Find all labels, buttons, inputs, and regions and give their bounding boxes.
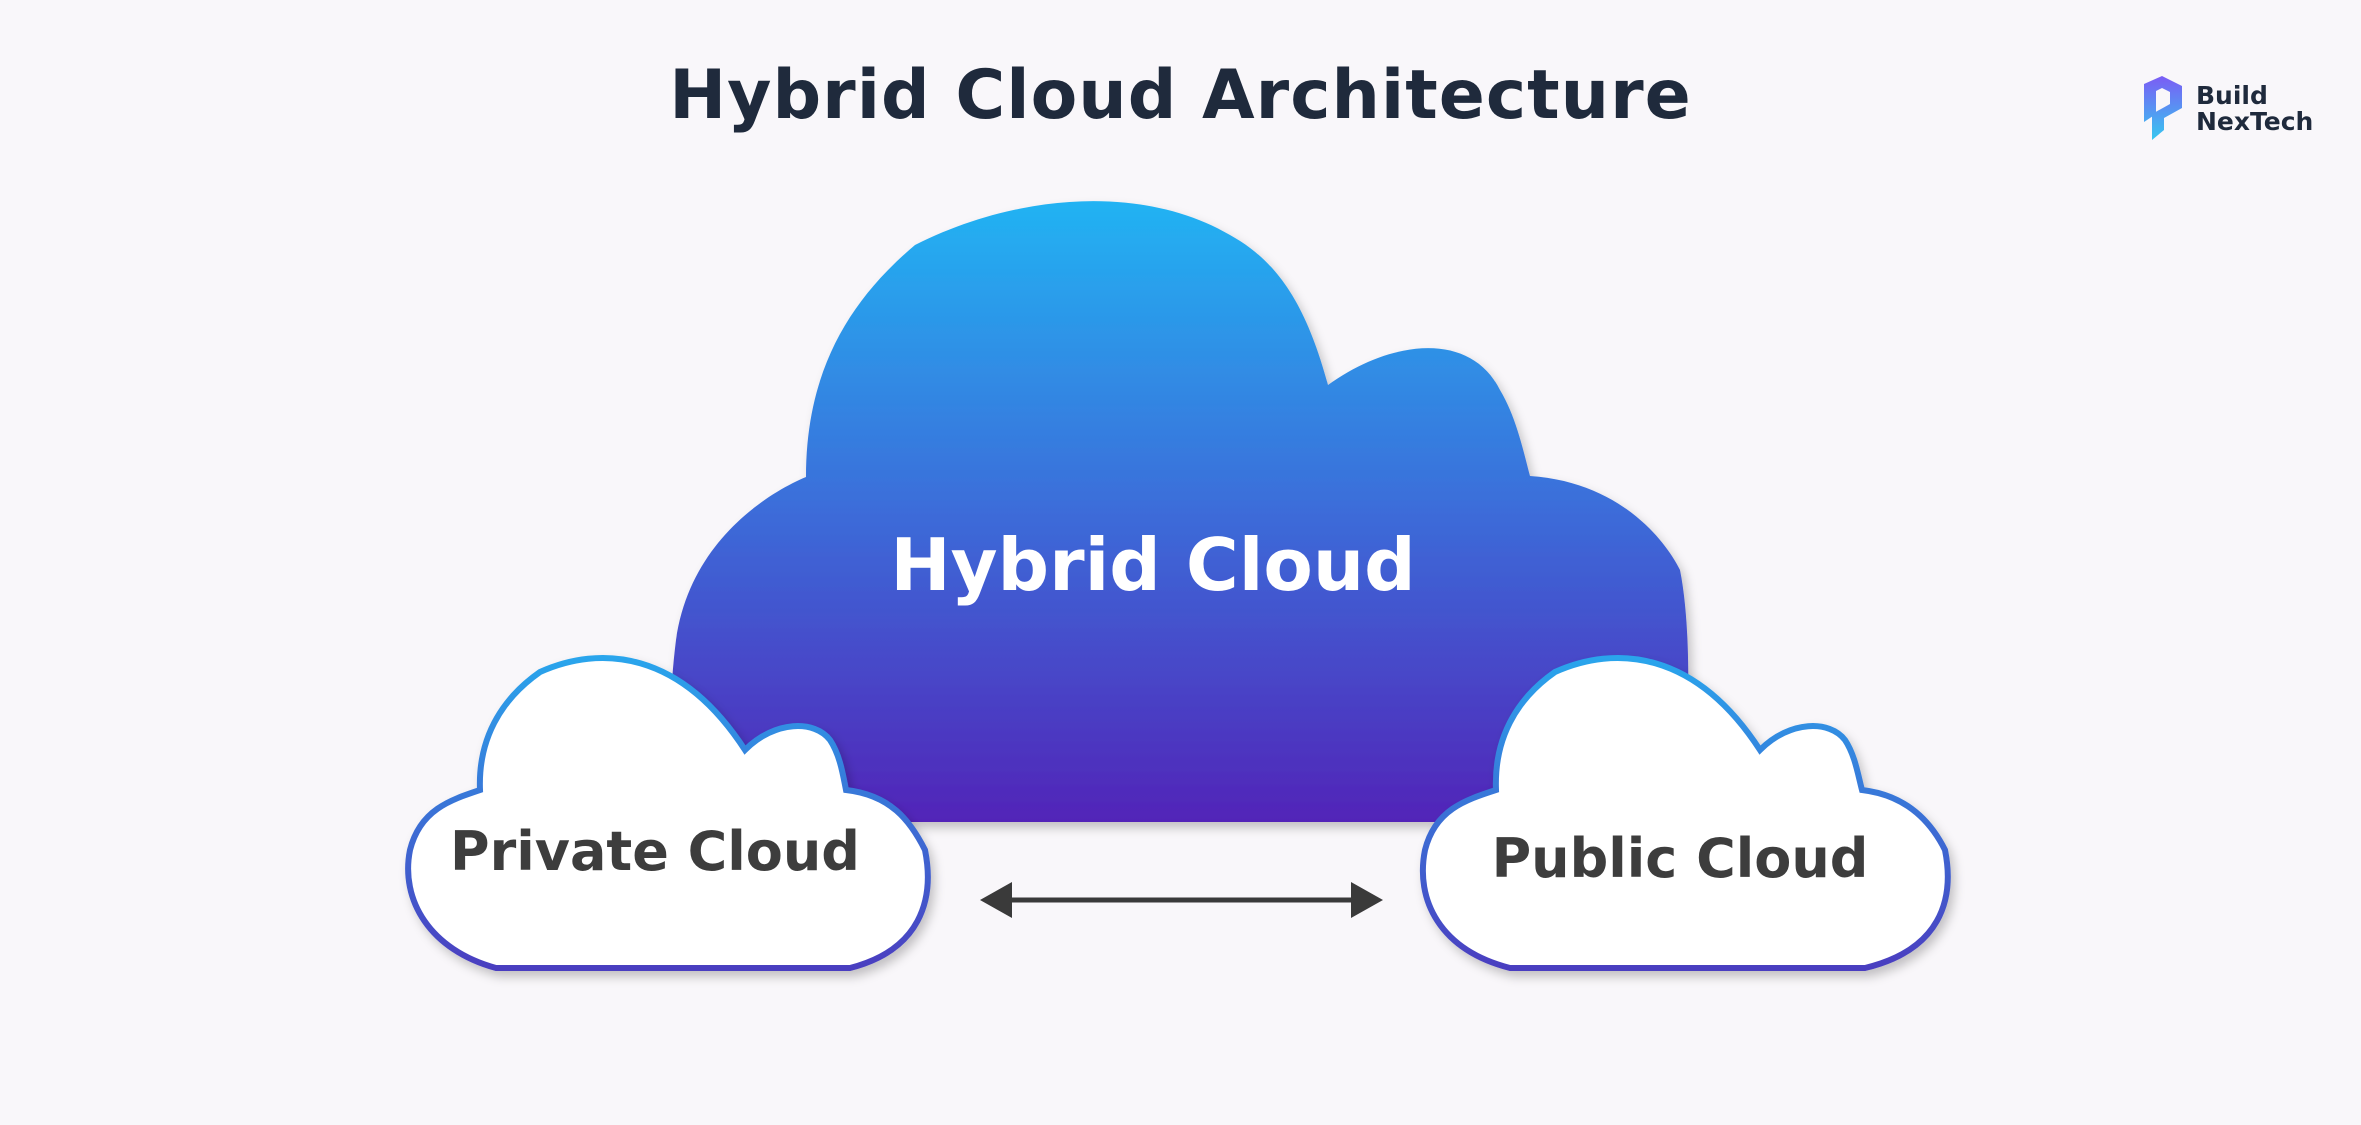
public-cloud-shape [1419, 655, 1951, 971]
hybrid-cloud-label: Hybrid Cloud [890, 523, 1415, 607]
logo-mark-icon [2144, 76, 2182, 140]
arrow-left-head [980, 882, 1012, 918]
private-cloud-label: Private Cloud [450, 820, 860, 883]
logo-text-line1: Build [2196, 81, 2268, 110]
private-cloud-shape [405, 655, 931, 971]
page-title: Hybrid Cloud Architecture [669, 56, 1692, 135]
logo-text-line2: NexTech [2196, 107, 2314, 136]
hybrid-cloud-shape [671, 201, 1689, 822]
bidirectional-arrow [980, 882, 1383, 918]
public-cloud-label: Public Cloud [1492, 827, 1869, 890]
arrow-right-head [1351, 882, 1383, 918]
brand-logo: Build NexTech [2140, 74, 2313, 144]
